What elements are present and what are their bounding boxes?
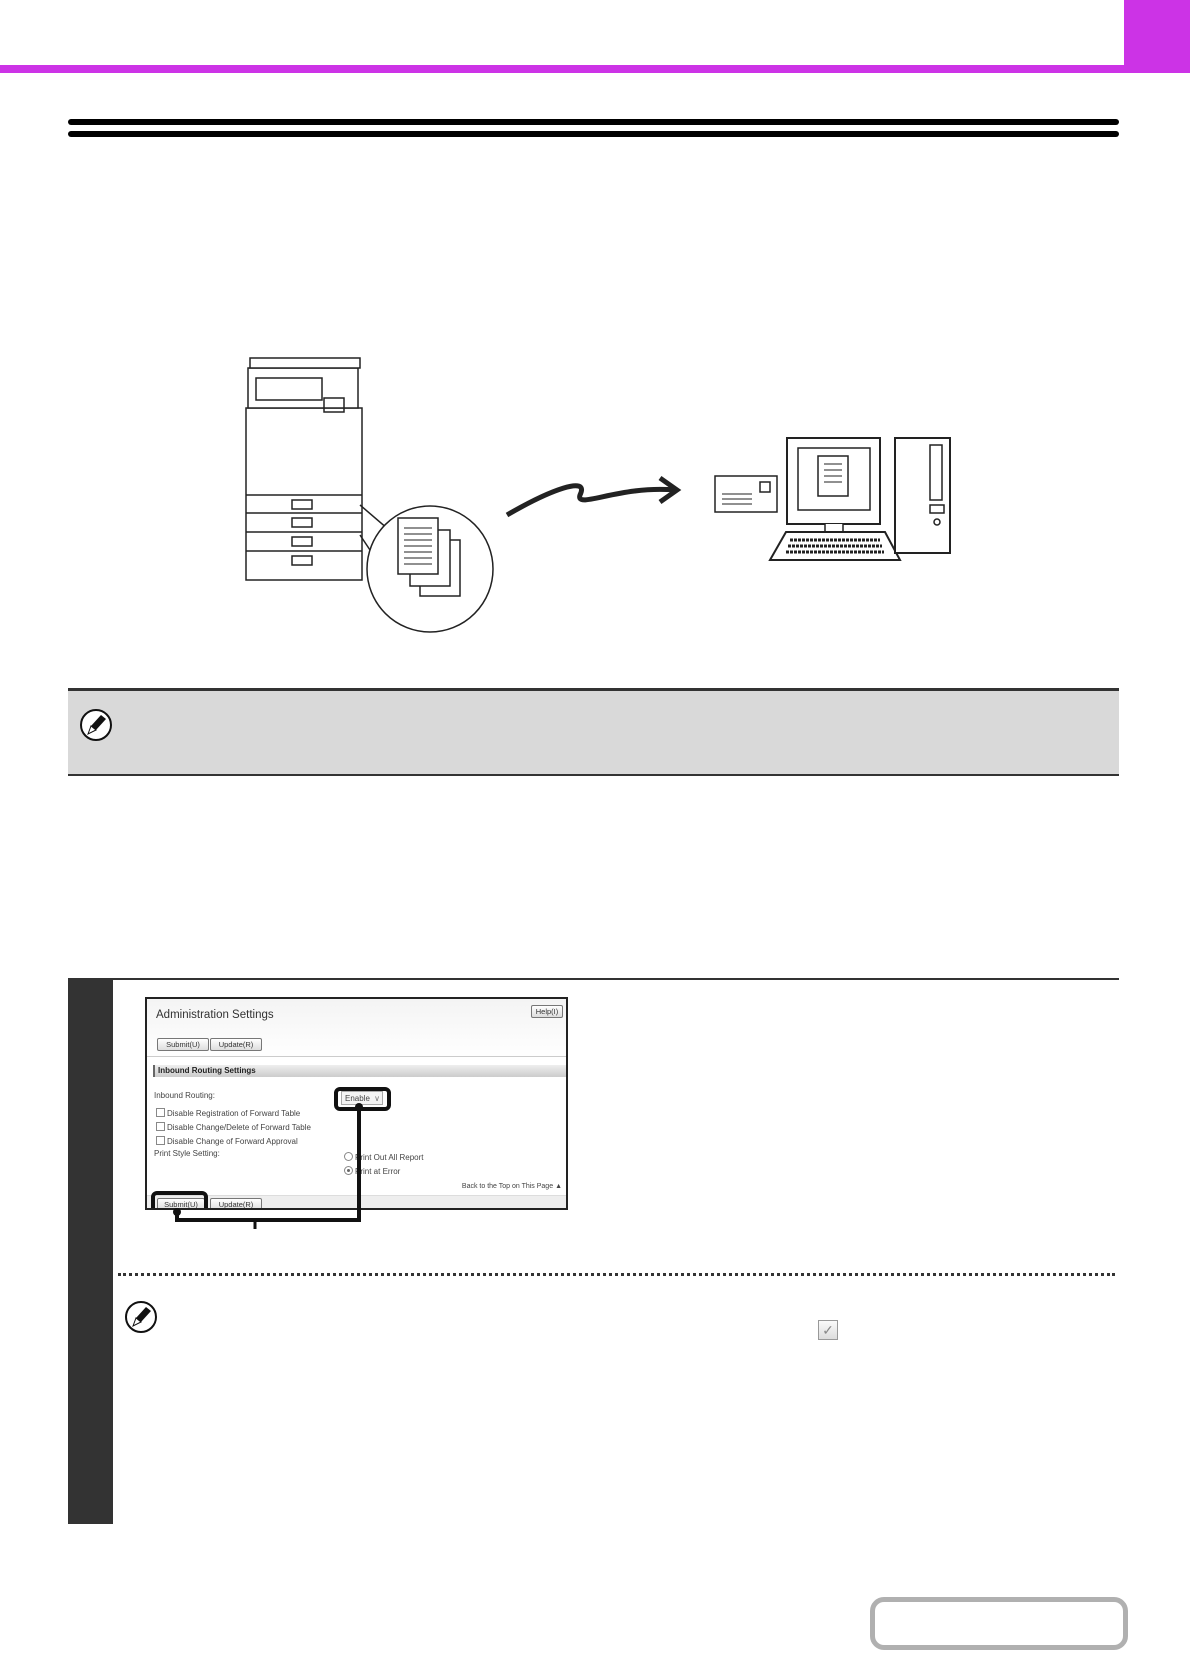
header-accent-bar	[0, 65, 1190, 73]
step-number-bar	[68, 980, 113, 1524]
chevron-down-icon: ∨	[374, 1094, 380, 1103]
inbound-routing-label: Inbound Routing:	[154, 1091, 215, 1100]
admin-settings-screenshot: Administration Settings Help(I) Submit(U…	[145, 997, 568, 1210]
note-box	[68, 688, 1119, 776]
bottom-update-button[interactable]: Update(R)	[210, 1198, 262, 1208]
computer-icon	[768, 437, 951, 561]
multifunction-printer-icon	[245, 357, 363, 581]
checkbox-label: Disable Change of Forward Approval	[167, 1137, 298, 1146]
radio-print-error[interactable]: Print at Error	[344, 1166, 400, 1176]
inbound-routing-illustration	[245, 357, 951, 633]
enable-callout	[334, 1087, 391, 1111]
checkbox-disable-registration[interactable]: Disable Registration of Forward Table	[156, 1108, 300, 1118]
submit-callout	[151, 1191, 208, 1208]
contents-button[interactable]	[870, 1597, 1128, 1650]
chapter-tab[interactable]	[1124, 0, 1190, 73]
pencil-icon	[80, 709, 112, 741]
triangle-up-icon: ▲	[555, 1183, 562, 1190]
transfer-arrow	[505, 483, 676, 518]
print-style-label: Print Style Setting:	[154, 1149, 220, 1158]
submit-button[interactable]: Submit(U)	[157, 1038, 209, 1051]
email-envelope-icon	[714, 475, 778, 513]
admin-title: Administration Settings	[156, 1009, 274, 1021]
back-to-top-text: Back to the Top on This Page	[461, 1183, 554, 1190]
update-button[interactable]: Update(R)	[210, 1038, 262, 1051]
step-divider	[68, 978, 1119, 980]
title-rule-top	[68, 119, 1119, 125]
radio-label: Print Out All Report	[355, 1153, 424, 1162]
radio-print-all[interactable]: Print Out All Report	[344, 1152, 423, 1162]
dotted-separator	[118, 1273, 1115, 1276]
checkbox-label: Disable Change/Delete of Forward Table	[167, 1123, 311, 1132]
checkbox-disable-change-delete[interactable]: Disable Change/Delete of Forward Table	[156, 1122, 311, 1132]
title-rule-bottom	[68, 131, 1119, 137]
checkbox-checked-icon: ✓	[818, 1320, 838, 1340]
checkbox-label: Disable Registration of Forward Table	[167, 1109, 301, 1118]
back-to-top-link[interactable]: Back to the Top on This Page ▲	[462, 1183, 562, 1190]
checkbox-disable-change-approval[interactable]: Disable Change of Forward Approval	[156, 1136, 298, 1146]
help-button[interactable]: Help(I)	[531, 1005, 563, 1018]
pencil-icon	[125, 1301, 157, 1333]
header-separator	[147, 1056, 566, 1057]
radio-label: Print at Error	[355, 1167, 401, 1176]
section-header: Inbound Routing Settings	[153, 1065, 566, 1077]
inbound-routing-value: Enable	[345, 1094, 370, 1103]
documents-magnifier-icon	[359, 504, 494, 633]
